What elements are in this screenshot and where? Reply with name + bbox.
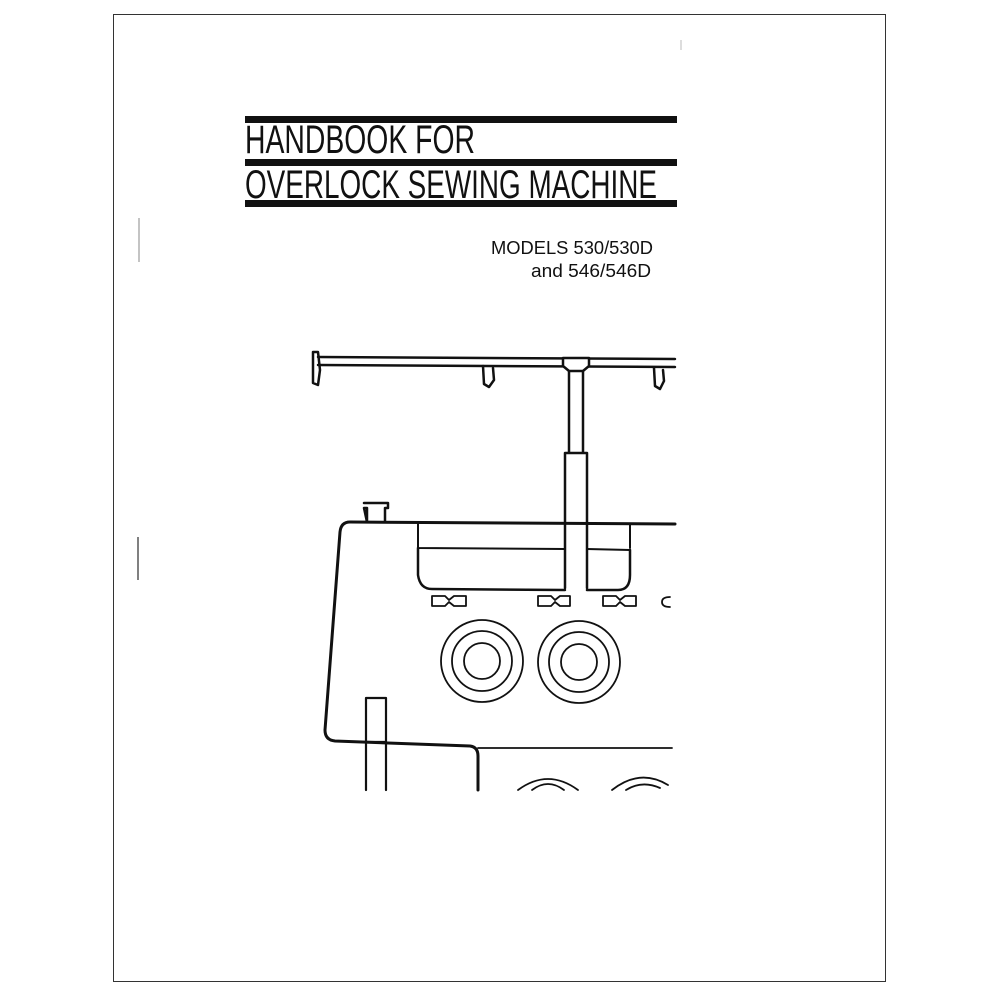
presser-bar xyxy=(364,696,388,792)
center-post-tube xyxy=(563,369,589,590)
lower-dial-partial xyxy=(517,778,579,791)
title-rule-middle xyxy=(245,159,677,166)
tension-slot xyxy=(537,595,571,607)
lower-dial-partial xyxy=(611,776,669,791)
title-rule-top xyxy=(245,116,677,123)
center-post-cap xyxy=(561,356,591,373)
rod-end-post xyxy=(311,350,322,387)
models-line-1: MODELS 530/530D xyxy=(491,238,653,258)
tension-dial xyxy=(440,619,524,703)
sewing-machine-illustration xyxy=(311,350,677,792)
title-line-1: HANDBOOK FOR xyxy=(245,118,475,162)
page-border xyxy=(113,14,886,982)
title-block: HANDBOOK FOR OVERLOCK SEWING MACHINE xyxy=(245,116,677,207)
thread-hook xyxy=(481,364,496,389)
title-line-2: OVERLOCK SEWING MACHINE xyxy=(245,163,657,207)
thread-hook xyxy=(652,366,666,391)
top-tray xyxy=(417,521,631,551)
tension-dial xyxy=(537,620,621,704)
tension-slot xyxy=(431,595,467,607)
tension-slot xyxy=(602,595,637,607)
tray-basin xyxy=(416,546,632,592)
machine-body-outline xyxy=(323,520,677,792)
thread-guide-rod xyxy=(316,355,677,369)
models-line-2: and 546/546D xyxy=(531,261,651,281)
spool-knob xyxy=(362,501,390,524)
tension-slot-partial xyxy=(661,596,671,608)
title-rule-bottom xyxy=(245,200,677,207)
